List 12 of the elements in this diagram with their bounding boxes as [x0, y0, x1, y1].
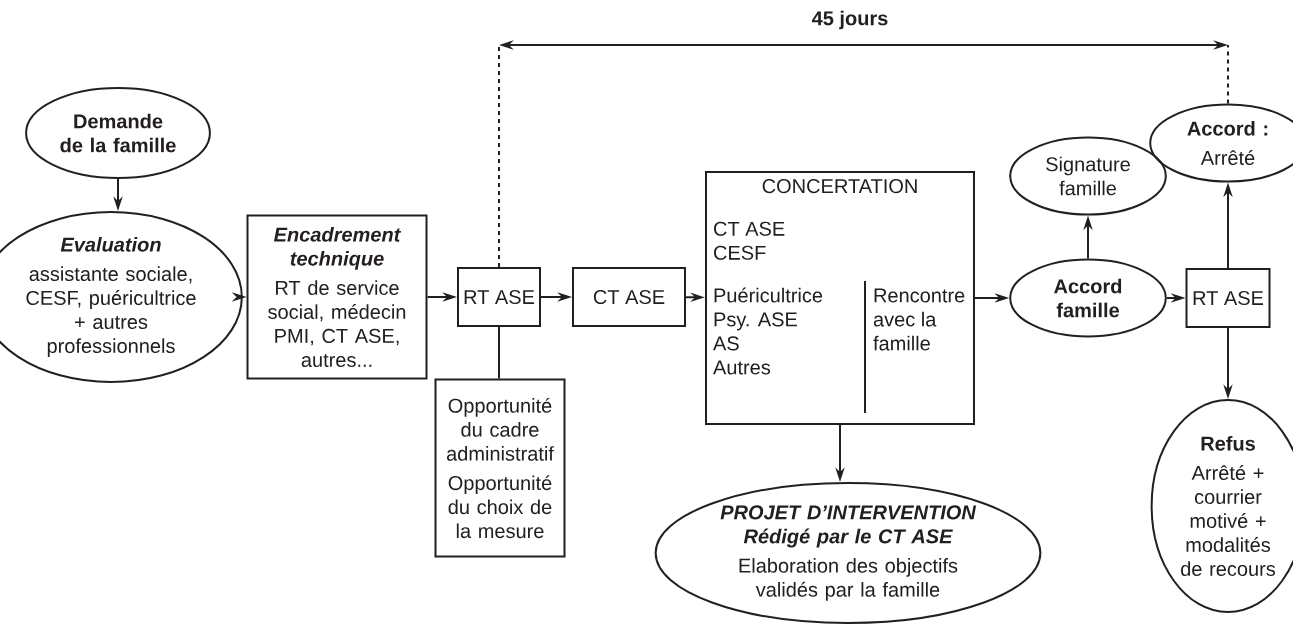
dimension-label: 45 jours: [811, 10, 888, 30]
oval-node: Demande de la famille: [25, 87, 211, 179]
oval-node: PROJET D’INTERVENTION Rédigé par le CT ASE Elaboration des objectifs validés par la famille: [654, 482, 1042, 624]
connector-line: [498, 326, 500, 380]
process-box: CT ASE: [572, 267, 686, 327]
process-box: Opportunité du cadre administratif Opportunité du choix de la mesure: [434, 378, 566, 558]
process-box: Encadrement technique RT de service social, médecin PMI, CT ASE, autres...: [246, 214, 428, 380]
oval-node: Accord famille: [1009, 258, 1167, 338]
process-box: RT ASE: [457, 267, 541, 327]
process-box: CONCERTATION CT ASE CESF Puéricultrice Psy. ASE AS Autres Rencontre avec la famille: [705, 171, 975, 425]
process-box: RT ASE: [1185, 268, 1271, 328]
oval-node: Signature famille: [1009, 136, 1167, 216]
